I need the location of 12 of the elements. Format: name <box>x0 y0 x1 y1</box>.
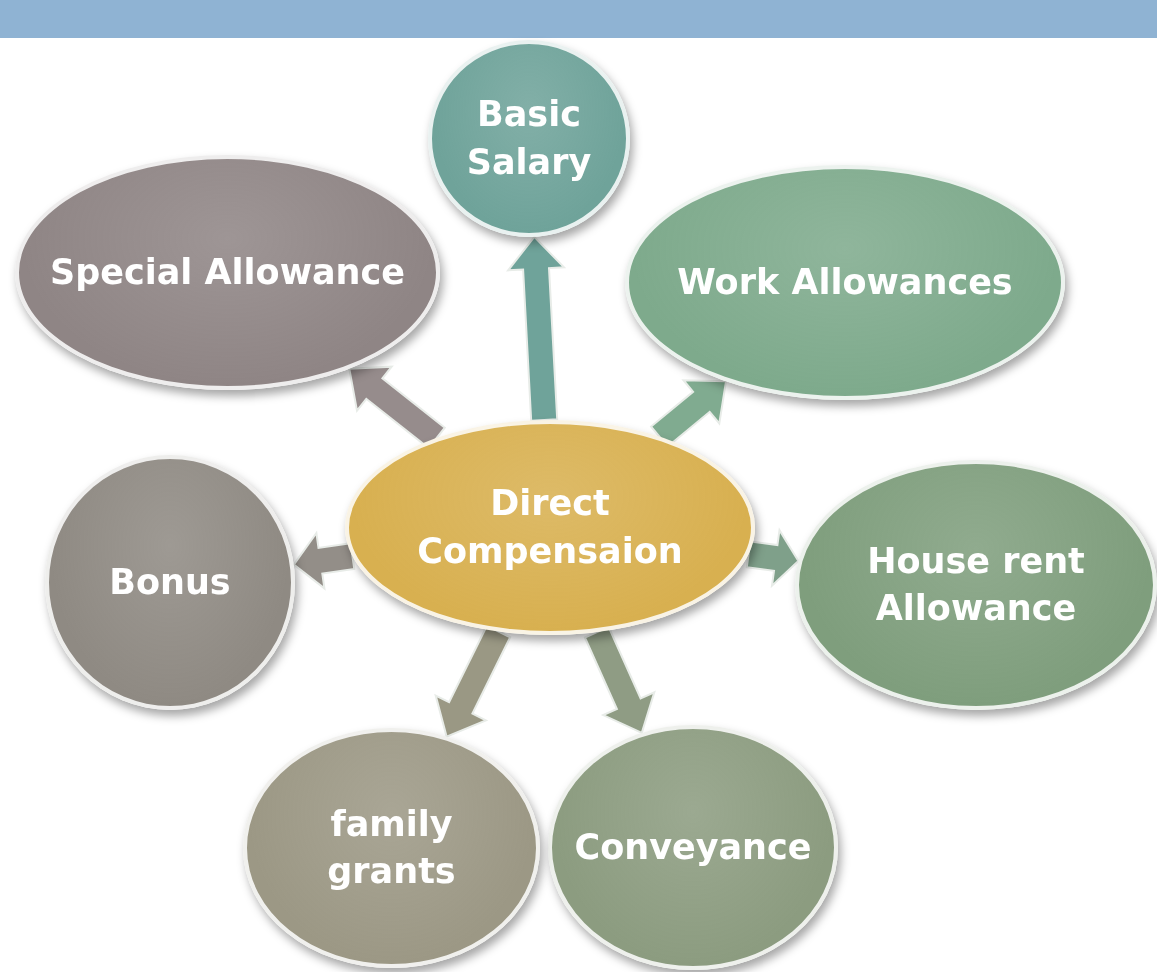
node-label: Bonus <box>108 560 232 604</box>
node-label: House rent Allowance <box>866 539 1086 630</box>
block-arrow <box>745 527 800 589</box>
circle-node <box>428 40 630 237</box>
node-label: family grants <box>326 802 457 893</box>
node-label: Basic Salary <box>465 93 593 184</box>
block-arrow <box>505 235 567 422</box>
node-label: Work Allowances <box>676 260 1014 304</box>
block-arrow <box>292 530 356 591</box>
node-label: Special Allowance <box>49 250 406 294</box>
node-label: Direct Compensaion <box>416 482 684 573</box>
node-label: Conveyance <box>573 825 813 869</box>
